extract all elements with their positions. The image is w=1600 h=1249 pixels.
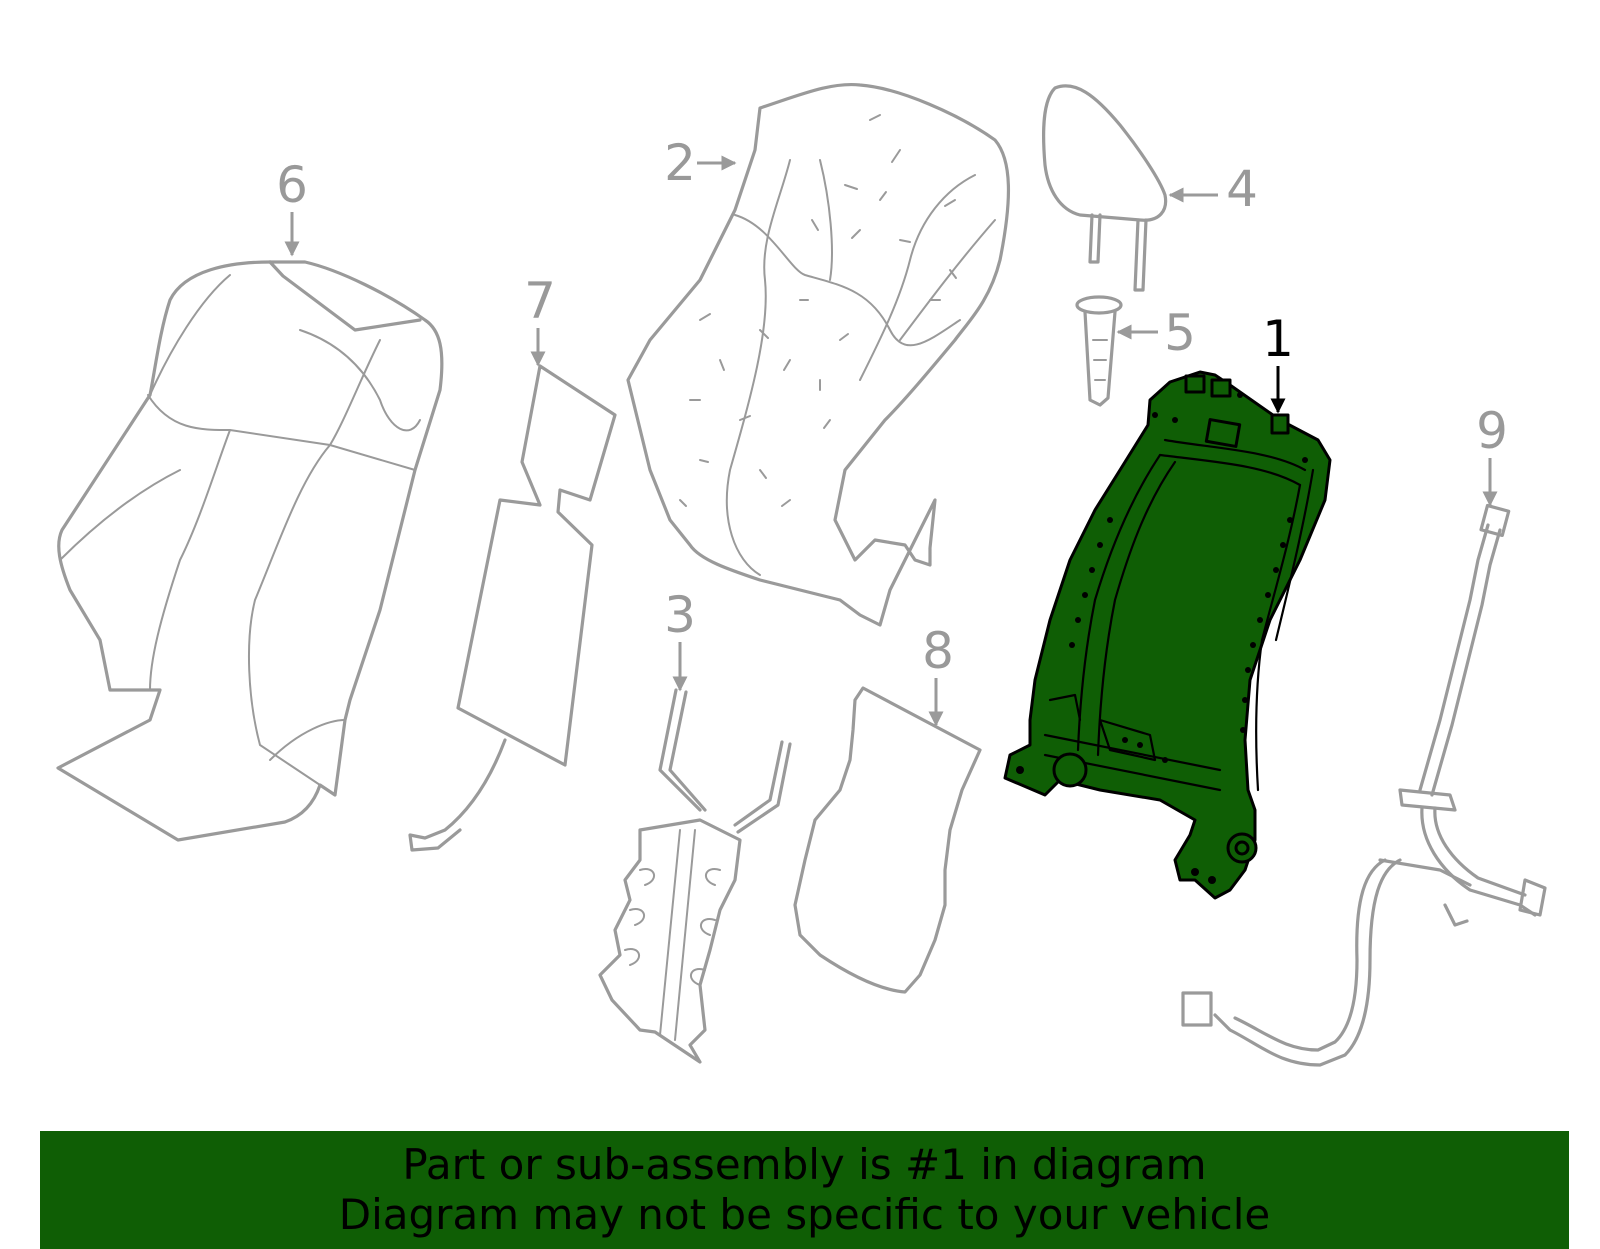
part-2-seat-back-pad — [626, 82, 1010, 627]
callout-2: 2 — [664, 134, 696, 192]
part-8-pad — [793, 686, 982, 994]
part-7-heater-pad — [408, 364, 617, 852]
callout-6: 6 — [276, 156, 308, 214]
banner-line-2: Diagram may not be specific to your vehi… — [338, 1190, 1271, 1239]
part-5-headrest-guide — [1075, 295, 1123, 407]
part-9-wire-harness — [1181, 503, 1547, 1067]
callout-9: 9 — [1476, 402, 1508, 460]
callout-5: 5 — [1164, 304, 1196, 362]
callout-7: 7 — [524, 272, 556, 330]
part-3-lumbar-support — [598, 688, 792, 1064]
part-4-headrest — [1041, 84, 1168, 292]
callout-3: 3 — [664, 586, 696, 644]
callout-1: 1 — [1262, 310, 1294, 368]
callout-8: 8 — [922, 622, 954, 680]
callout-4: 4 — [1226, 160, 1258, 218]
banner-line-1: Part or sub-assembly is #1 in diagram — [402, 1140, 1207, 1189]
notice-banner: Part or sub-assembly is #1 in diagram Di… — [40, 1131, 1569, 1249]
part-1-seat-back-frame — [1003, 370, 1332, 900]
part-6-seat-back-cover — [56, 260, 444, 842]
